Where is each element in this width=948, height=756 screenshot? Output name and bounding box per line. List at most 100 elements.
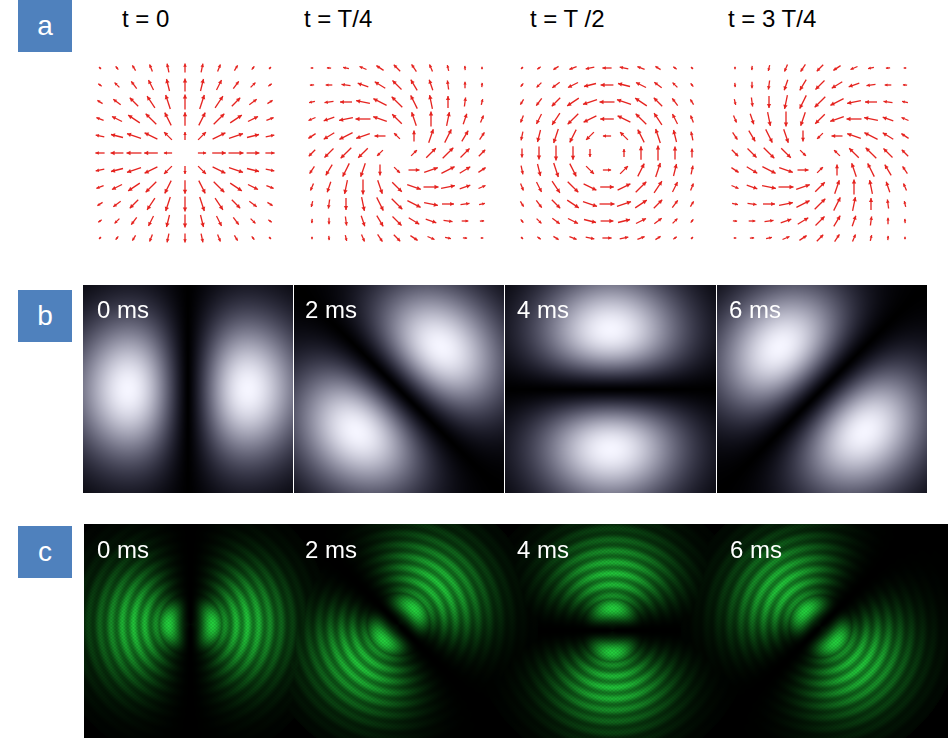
field-arrow-shaft <box>234 65 237 70</box>
field-arrow-shaft <box>233 81 238 88</box>
field-arrow-head <box>220 114 224 118</box>
field-arrow-head <box>904 219 907 222</box>
field-arrow-head <box>132 238 135 241</box>
field-arrow-head <box>536 138 540 142</box>
field-arrow-head <box>803 236 807 239</box>
field-arrow-head <box>886 67 889 70</box>
field-arrow-head <box>611 202 615 206</box>
field-arrow-head <box>111 151 115 155</box>
field-arrow-shaft <box>230 115 242 123</box>
field-arrow-head <box>412 131 416 135</box>
field-arrow-head <box>625 236 629 240</box>
time-label: t = T /2 <box>530 6 605 32</box>
field-arrow-shaft <box>537 67 540 70</box>
field-arrow-head <box>201 64 205 67</box>
field-arrow-head <box>815 103 819 107</box>
field-arrow-shaft <box>583 100 597 105</box>
field-arrow-shaft <box>673 219 678 224</box>
field-arrow-shaft <box>537 83 542 88</box>
field-arrow-head <box>870 235 873 238</box>
field-arrow-head <box>658 218 662 221</box>
field-arrow-shaft <box>147 198 155 210</box>
field-arrow-head <box>753 186 757 190</box>
field-arrow-head <box>394 65 398 69</box>
field-arrow-shaft <box>145 167 158 173</box>
field-arrow-head <box>324 118 328 122</box>
field-arrow-head <box>886 218 889 221</box>
field-arrow-head <box>270 186 274 189</box>
field-arrow-shaft <box>654 113 662 125</box>
field-arrow-head <box>446 96 450 100</box>
field-arrow-head <box>574 204 579 208</box>
field-arrow-head <box>642 218 646 222</box>
field-arrow-head <box>538 188 542 192</box>
field-arrow-head <box>864 133 869 137</box>
field-arrow-head <box>674 219 677 222</box>
field-arrow-head <box>767 122 771 126</box>
field-arrow-head <box>783 105 787 109</box>
field-arrow-head <box>376 66 380 69</box>
field-arrow-shaft <box>232 98 240 106</box>
field-arrow-shaft <box>796 201 809 208</box>
field-arrow-shaft <box>537 219 542 224</box>
field-arrow-shaft <box>536 200 541 207</box>
field-arrow-shaft <box>128 115 140 123</box>
field-arrow-shaft <box>635 98 647 106</box>
field-arrow-head <box>571 156 575 160</box>
field-arrow-head <box>820 182 824 186</box>
time-stamp: 4 ms <box>517 537 569 563</box>
field-arrow-head <box>556 220 560 223</box>
field-arrow-head <box>327 188 331 192</box>
field-arrow-shaft <box>112 117 122 122</box>
field-arrow-shaft <box>394 65 400 71</box>
field-arrow-head <box>830 102 835 106</box>
field-arrow-head <box>96 134 100 138</box>
field-arrow-shaft <box>461 149 470 158</box>
field-arrow-shaft <box>199 181 205 194</box>
field-arrow-shaft <box>885 84 892 85</box>
field-arrow-shaft <box>361 216 365 227</box>
field-arrow-shaft <box>885 165 891 176</box>
field-arrow-shaft <box>149 80 154 90</box>
field-arrow-shaft <box>834 197 841 210</box>
field-arrow-head <box>481 99 484 102</box>
field-arrow-head <box>165 207 169 212</box>
field-arrow-shaft <box>249 99 256 104</box>
field-arrow-shaft <box>130 98 138 106</box>
field-arrow-head <box>635 98 640 102</box>
field-arrow-shaft <box>864 133 877 140</box>
field-arrow-head <box>656 146 660 150</box>
field-arrow-head <box>380 206 384 211</box>
field-arrow-head <box>113 99 117 102</box>
field-arrow-head <box>636 82 640 86</box>
field-arrow-shaft <box>638 164 644 177</box>
field-arrow-head <box>344 222 348 226</box>
field-arrow-head <box>252 237 254 240</box>
field-arrow-shaft <box>146 114 157 125</box>
field-arrow-head <box>884 149 888 153</box>
field-arrow-shaft <box>567 200 579 208</box>
field-arrow-shaft <box>691 183 694 190</box>
field-arrow-shaft <box>734 99 735 105</box>
field-arrow-head <box>308 135 312 138</box>
field-arrow-shaft <box>552 82 559 87</box>
field-arrow-shaft <box>733 132 738 139</box>
field-arrow-head <box>903 166 906 170</box>
field-arrow-head <box>690 115 693 119</box>
field-arrow-head <box>343 67 346 70</box>
field-arrow-head <box>849 148 853 152</box>
field-arrow-head <box>373 99 378 103</box>
field-arrow-shaft <box>815 199 826 210</box>
field-arrow-shaft <box>229 168 243 173</box>
field-arrow-head <box>112 116 116 120</box>
field-arrow-head <box>481 83 484 86</box>
field-arrow-shaft <box>115 83 120 88</box>
field-arrow-head <box>536 120 540 124</box>
field-arrow-shaft <box>96 186 103 189</box>
field-arrow-shaft <box>99 67 101 69</box>
field-arrow-head <box>567 102 572 106</box>
field-arrow-shaft <box>198 166 206 174</box>
field-arrow-shaft <box>324 117 335 121</box>
field-arrow-shaft <box>116 236 119 239</box>
field-arrow-shaft <box>637 67 644 70</box>
